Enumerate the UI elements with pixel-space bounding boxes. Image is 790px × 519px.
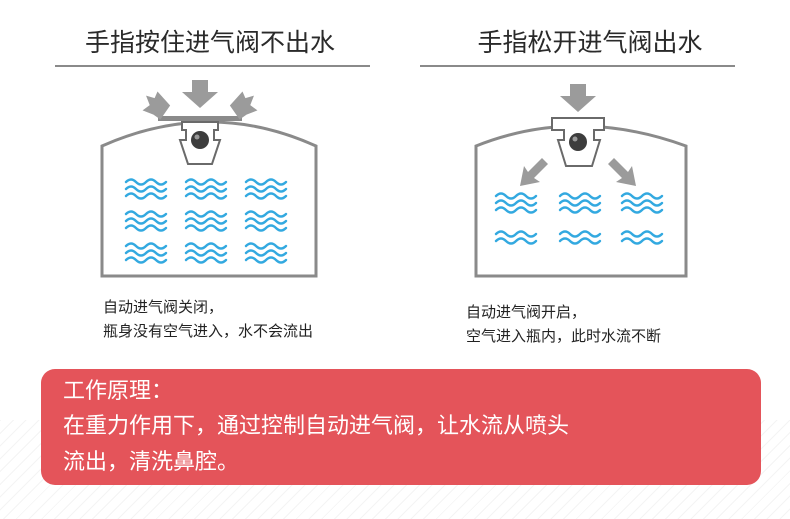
left-caption: 自动进气阀关闭， 瓶身没有空气进入，水不会流出 — [103, 295, 313, 343]
left-title-underline — [55, 65, 370, 67]
right-caption-line2: 空气进入瓶内，此时水流不断 — [466, 327, 662, 345]
right-diagram — [474, 84, 688, 278]
left-diagram — [100, 80, 318, 278]
air-flow-arrow-right-icon — [608, 158, 636, 186]
down-arrow-icon — [182, 80, 218, 108]
right-title: 手指松开进气阀出水 — [477, 28, 703, 57]
right-caption: 自动进气阀开启， 空气进入瓶内，此时水流不断 — [466, 300, 661, 348]
air-flow-arrow-left-icon — [520, 158, 548, 186]
water-wave-icon — [494, 192, 664, 245]
down-arrow-icon — [560, 84, 596, 112]
principle-line2: 流出，清洗鼻腔。 — [63, 450, 240, 475]
principle-line1: 在重力作用下，通过控制自动进气阀，让水流从喷头 — [63, 414, 570, 439]
working-principle-box: 工作原理： 在重力作用下，通过控制自动进气阀，让水流从喷头 流出，清洗鼻腔。 — [41, 369, 761, 485]
right-title-underline — [420, 65, 735, 67]
valve-icon — [551, 117, 605, 167]
water-wave-icon — [124, 178, 288, 264]
blocked-arrow-right-icon — [229, 91, 258, 120]
principle-heading: 工作原理： — [63, 379, 174, 404]
right-caption-line1: 自动进气阀开启， — [466, 303, 587, 321]
left-caption-line2: 瓶身没有空气进入，水不会流出 — [103, 322, 314, 340]
left-caption-line1: 自动进气阀关闭， — [103, 298, 224, 316]
blocked-arrow-left-icon — [142, 91, 171, 120]
left-valve-plate — [158, 116, 242, 121]
valve-icon — [178, 121, 222, 165]
left-title: 手指按住进气阀不出水 — [84, 28, 335, 57]
